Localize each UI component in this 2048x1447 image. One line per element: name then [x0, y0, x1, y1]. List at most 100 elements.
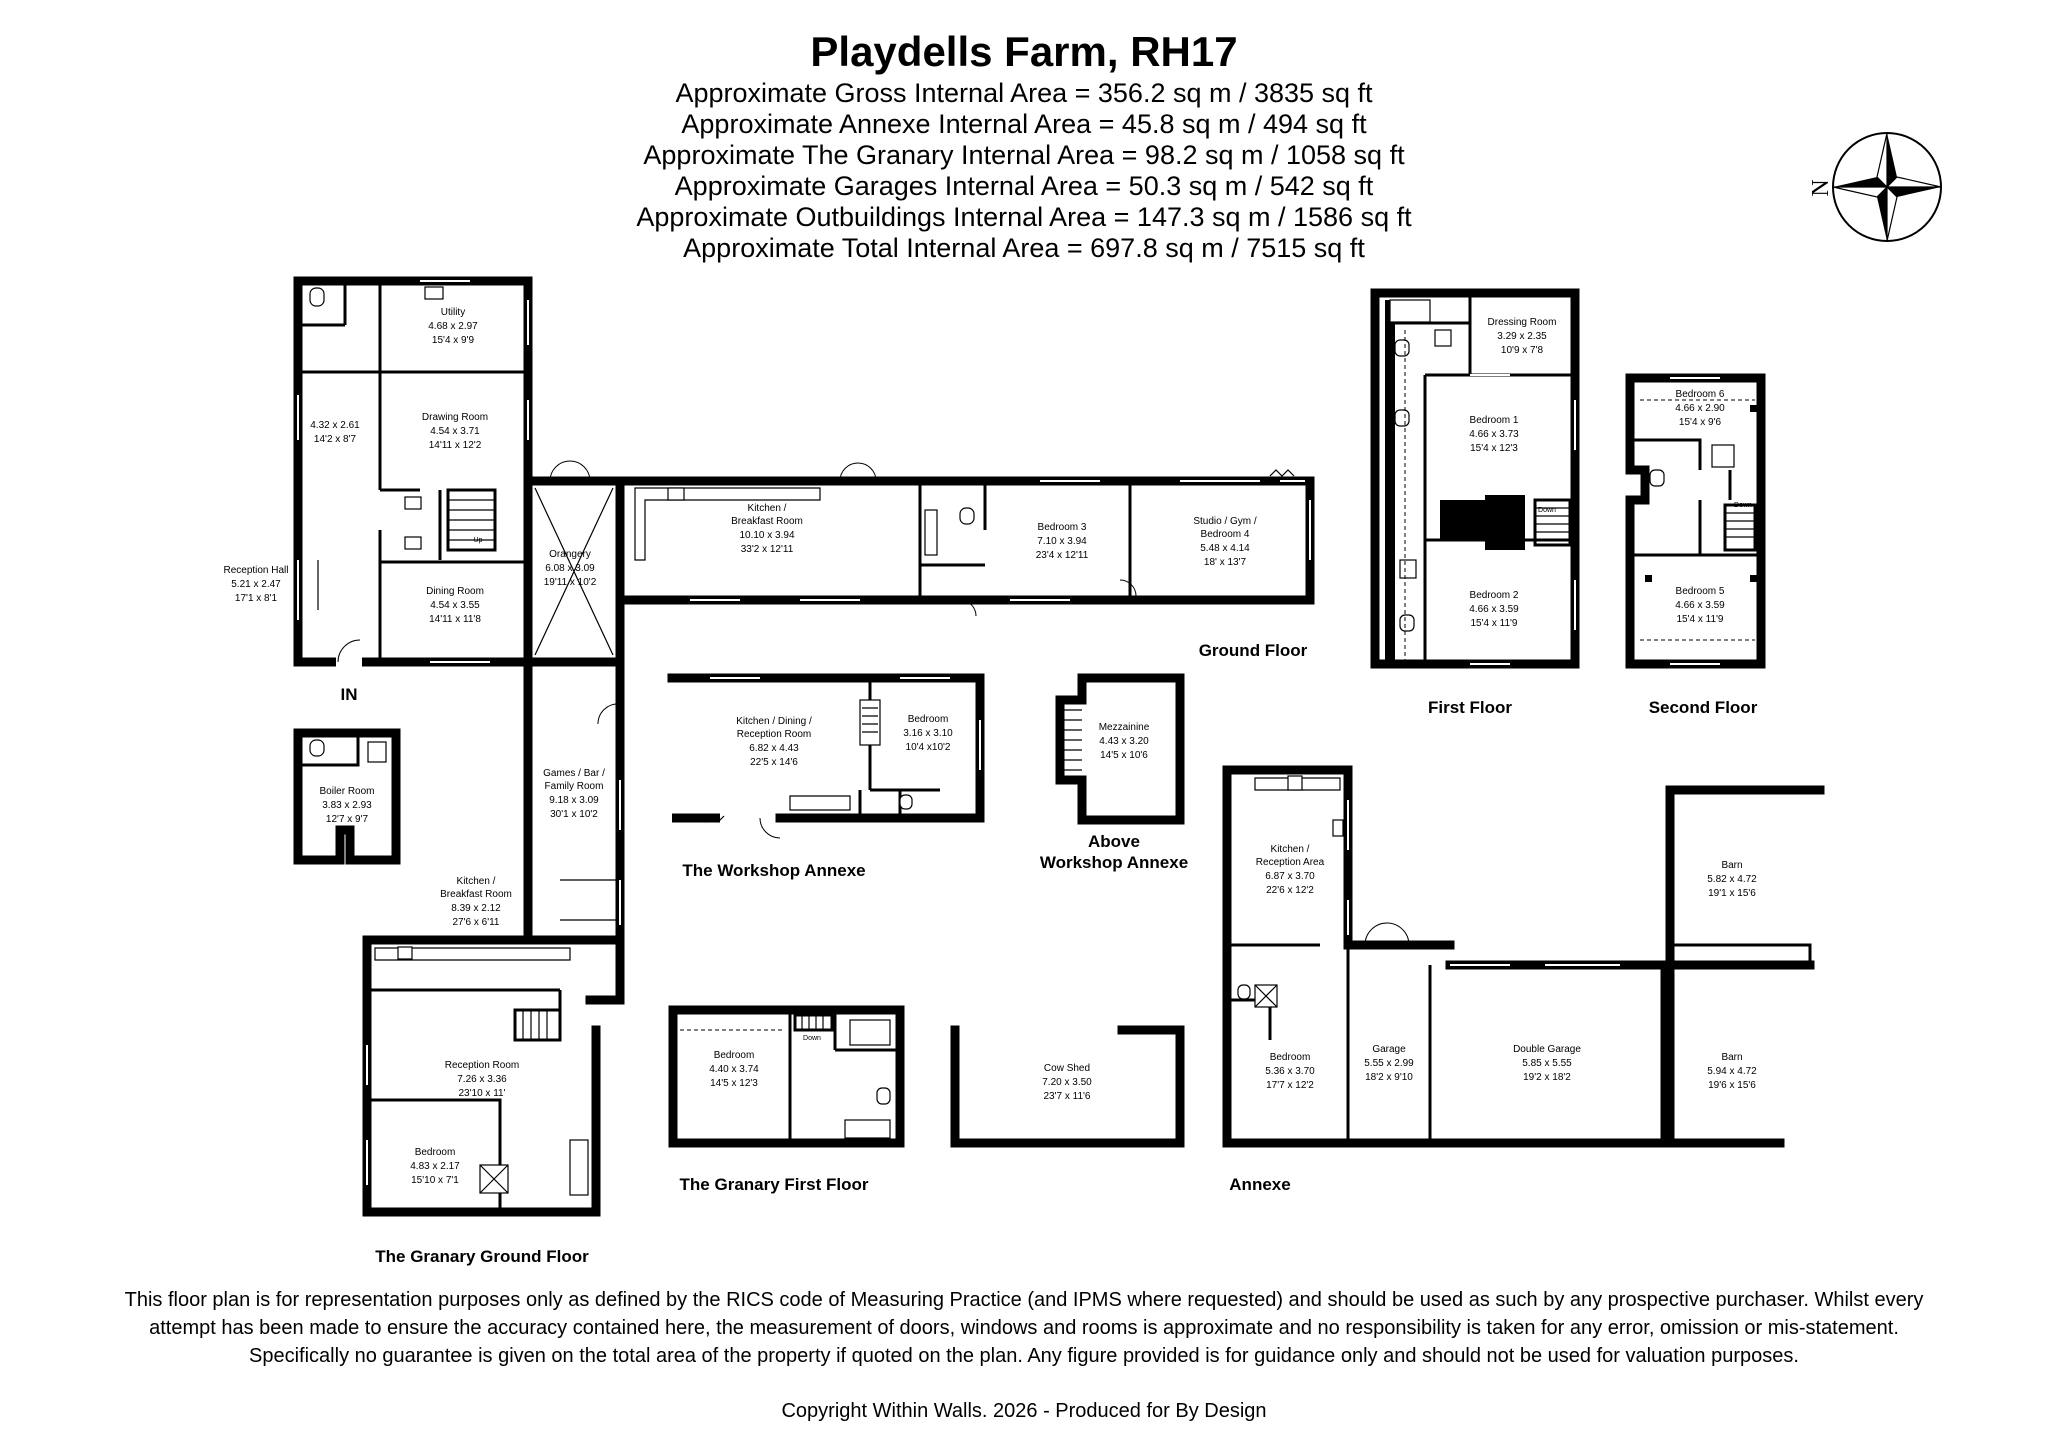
section-annexe: Annexe: [1229, 1175, 1290, 1194]
room-imperial: 19'1 x 15'6: [1708, 888, 1756, 899]
plan-title: Playdells Farm, RH17: [810, 28, 1238, 75]
room-metric: 7.26 x 3.36: [457, 1074, 507, 1085]
room-metric: 4.68 x 2.97: [428, 321, 478, 332]
room-metric: 4.66 x 3.59: [1469, 604, 1519, 615]
room-label-kitchen-breakfast-main: Kitchen / Breakfast Room 10.10 x 3.94 33…: [731, 503, 803, 555]
workshop-annexe-plan: [667, 673, 985, 839]
room-name: Utility: [441, 307, 465, 318]
room-name: Cow Shed: [1044, 1063, 1090, 1074]
room-name: Barn: [1721, 860, 1742, 871]
room-metric: 4.40 x 3.74: [709, 1064, 759, 1075]
stair-down-label: Down: [1538, 507, 1556, 514]
room-label-reception-hall: Reception Hall 5.21 x 2.47 17'1 x 8'1: [223, 565, 288, 604]
room-imperial: 18'2 x 9'10: [1365, 1072, 1413, 1083]
room-name: Orangery: [549, 549, 591, 560]
room-name: Mezzainine: [1099, 722, 1150, 733]
section-granary-first-floor: The Granary First Floor: [680, 1175, 869, 1194]
second-floor-plan: [1625, 373, 1766, 669]
room-label-cow-shed: Cow Shed 7.20 x 3.50 23'7 x 11'6: [1042, 1063, 1092, 1102]
room-label-studio: Studio / Gym / Bedroom 4 5.48 x 4.14 18'…: [1193, 516, 1257, 568]
room-name-line2: Reception Room: [737, 729, 811, 740]
room-name: Garage: [1372, 1044, 1406, 1055]
room-imperial: 12'7 x 9'7: [326, 814, 369, 825]
room-imperial: 10'9 x 7'8: [1501, 345, 1544, 356]
room-imperial: 14'5 x 12'3: [710, 1078, 758, 1089]
room-label-bedroom-2: Bedroom 2 4.66 x 3.59 15'4 x 11'9: [1469, 590, 1519, 629]
room-imperial: 18' x 13'7: [1204, 557, 1247, 568]
room-name: Drawing Room: [422, 412, 488, 423]
room-metric: 4.66 x 2.90: [1675, 403, 1725, 414]
ground-floor-plan: [293, 276, 1315, 945]
outbuildings-internal-area: Approximate Outbuildings Internal Area =…: [636, 202, 1412, 232]
room-metric: 5.85 x 5.55: [1522, 1058, 1572, 1069]
section-granary-ground-floor: The Granary Ground Floor: [375, 1247, 589, 1266]
room-name: Bedroom: [714, 1050, 755, 1061]
section-above-workshop-line1: Above: [1088, 832, 1140, 851]
room-label-dressing-room: Dressing Room 3.29 x 2.35 10'9 x 7'8: [1488, 317, 1557, 356]
room-metric: 5.82 x 4.72: [1707, 874, 1757, 885]
room-metric: 8.39 x 2.12: [451, 903, 501, 914]
room-label-kitchen-breakfast-link: Kitchen / Breakfast Room 8.39 x 2.12 27'…: [440, 876, 512, 928]
room-metric: 5.21 x 2.47: [231, 579, 281, 590]
room-label-workshop-bedroom: Bedroom 3.16 x 3.10 10'4 x10'2: [903, 714, 953, 753]
granary-first-floor-plan: [668, 1005, 905, 1148]
section-second-floor: Second Floor: [1649, 698, 1758, 717]
room-label-annexe-bedroom: Bedroom 5.36 x 3.70 17'7 x 12'2: [1265, 1052, 1315, 1091]
room-imperial: 15'4 x 12'3: [1470, 443, 1518, 454]
room-name-line2: Breakfast Room: [440, 889, 512, 900]
stair-up-label: Up: [474, 537, 483, 544]
room-metric: 9.18 x 3.09: [549, 795, 599, 806]
room-name: Bedroom: [1270, 1052, 1311, 1063]
room-name: Reception Room: [445, 1060, 519, 1071]
first-floor-plan: [1370, 288, 1580, 669]
room-imperial: 14'11 x 12'2: [429, 440, 482, 451]
stair-down-label: Down: [1734, 502, 1752, 509]
room-label-games-room: Games / Bar / Family Room 9.18 x 3.09 30…: [543, 768, 605, 820]
room-metric: 10.10 x 3.94: [739, 530, 794, 541]
entrance-label: IN: [341, 685, 358, 704]
room-name: Bedroom: [415, 1147, 456, 1158]
room-label-mezzanine: Mezzainine 4.43 x 3.20 14'5 x 10'6: [1099, 722, 1150, 761]
granary-ground-floor-plan: [362, 935, 625, 1217]
garages-internal-area: Approximate Garages Internal Area = 50.3…: [674, 171, 1374, 201]
room-metric: 4.32 x 2.61: [310, 420, 360, 431]
room-imperial: 23'7 x 11'6: [1043, 1091, 1090, 1102]
section-above-workshop-line2: Workshop Annexe: [1040, 853, 1188, 872]
mezzanine-plan: [1055, 673, 1185, 825]
room-name-line2: Family Room: [545, 781, 604, 792]
copyright-text: Copyright Within Walls. 2026 - Produced …: [781, 1400, 1267, 1422]
compass-north-label: N: [1808, 179, 1834, 196]
room-imperial: 19'11 x 10'2: [544, 577, 597, 588]
room-name: Bedroom 5: [1676, 586, 1725, 597]
room-imperial: 14'2 x 8'7: [314, 434, 357, 445]
room-imperial: 27'6 x 6'11: [452, 917, 499, 928]
compass-rose-icon: [1832, 132, 1942, 242]
room-imperial: 23'10 x 11': [458, 1088, 505, 1099]
room-name-line2: Bedroom 4: [1201, 529, 1250, 540]
room-metric: 3.83 x 2.93: [322, 800, 372, 811]
room-imperial: 19'2 x 18'2: [1523, 1072, 1571, 1083]
room-name: Dining Room: [426, 586, 484, 597]
room-metric: 4.83 x 2.17: [410, 1161, 460, 1172]
room-metric: 4.54 x 3.55: [430, 600, 480, 611]
room-label-orangery: Orangery 6.08 x 3.09 19'11 x 10'2: [544, 549, 597, 588]
room-label-utility: Utility 4.68 x 2.97 15'4 x 9'9: [428, 307, 478, 346]
room-name-line1: Kitchen /: [457, 876, 496, 887]
room-imperial: 22'5 x 14'6: [750, 757, 798, 768]
room-name-line2: Reception Area: [1256, 857, 1325, 868]
room-label-boiler-room: Boiler Room 3.83 x 2.93 12'7 x 9'7: [319, 786, 374, 825]
room-label-barn-1: Barn 5.82 x 4.72 19'1 x 15'6: [1707, 860, 1757, 899]
room-imperial: 17'1 x 8'1: [235, 593, 278, 604]
room-metric: 4.66 x 3.73: [1469, 429, 1519, 440]
room-name-line1: Kitchen /: [748, 503, 787, 514]
section-first-floor: First Floor: [1428, 698, 1512, 717]
room-imperial: 14'11 x 11'8: [429, 614, 481, 625]
room-label-bedroom-3: Bedroom 3 7.10 x 3.94 23'4 x 12'11: [1036, 522, 1089, 561]
room-metric: 5.55 x 2.99: [1364, 1058, 1414, 1069]
room-metric: 5.48 x 4.14: [1200, 543, 1250, 554]
section-workshop-annexe: The Workshop Annexe: [682, 861, 865, 880]
annexe-internal-area: Approximate Annexe Internal Area = 45.8 …: [681, 109, 1367, 139]
room-name-line1: Studio / Gym /: [1193, 516, 1257, 527]
room-label-double-garage: Double Garage 5.85 x 5.55 19'2 x 18'2: [1513, 1044, 1581, 1083]
room-name: Dressing Room: [1488, 317, 1557, 328]
